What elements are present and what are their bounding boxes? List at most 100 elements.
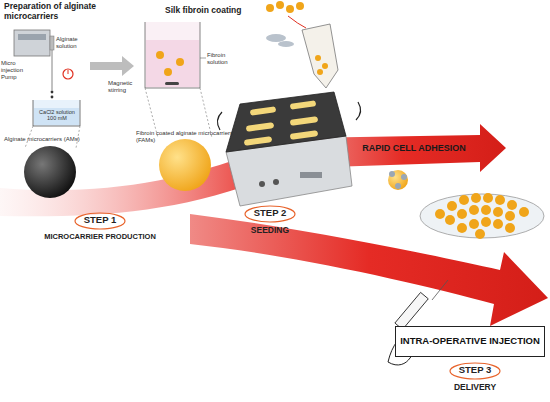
cell-coated-bead-part xyxy=(401,174,407,180)
petri-dish-part xyxy=(495,195,505,205)
rocking-shaker-part xyxy=(300,172,322,178)
petri-dish xyxy=(420,193,544,239)
fibroin-beaker-part xyxy=(146,40,199,87)
seeding-tube-part xyxy=(286,5,294,13)
fibroin-beaker-part xyxy=(156,51,164,59)
fibroin-beaker xyxy=(145,22,206,88)
seeding-tube-part xyxy=(288,16,306,28)
petri-dish-part xyxy=(459,195,469,205)
equipment-label: Micro injection Pump xyxy=(1,60,35,81)
petri-dish-part xyxy=(469,219,479,229)
step-number: STEP 2 xyxy=(245,208,295,219)
rocking-shaker-part xyxy=(226,92,346,152)
petri-dish-part xyxy=(481,205,491,215)
petri-dish-part xyxy=(420,194,544,238)
step-title: MICROCARRIER PRODUCTION xyxy=(40,233,160,242)
cell-coated-bead-part xyxy=(389,171,395,177)
syringe-pump-part xyxy=(18,34,46,40)
petri-dish-part xyxy=(475,229,485,239)
step-number: STEP 1 xyxy=(75,215,125,226)
syringe-pump-part xyxy=(14,30,50,56)
rocking-shaker-part xyxy=(259,181,265,187)
alginate-sphere xyxy=(24,146,76,198)
petri-dish-part xyxy=(435,209,445,219)
petri-dish-part xyxy=(447,201,457,211)
petri-dish-part xyxy=(457,209,467,219)
petri-dish-part xyxy=(493,219,503,229)
cacl2-beaker xyxy=(33,100,80,126)
product-label: Alginate microcarriers (AMs) xyxy=(4,136,104,143)
rocking-shaker-part xyxy=(246,122,275,132)
fibroin-beaker-part xyxy=(165,82,179,85)
material-label: Fibroin solution xyxy=(207,52,247,66)
petri-dish-part xyxy=(471,193,481,203)
fibroin-sphere xyxy=(159,139,211,191)
fibroin-beaker-part xyxy=(145,22,200,88)
rocking-shaker-part xyxy=(250,106,277,116)
step-title: SEEDING xyxy=(235,226,305,236)
process-arrow xyxy=(90,56,134,76)
syringe-pump-part xyxy=(51,96,54,99)
seeding-tube-part xyxy=(302,24,338,88)
seeding-tube-part xyxy=(266,34,286,42)
rocking-shaker-part xyxy=(290,130,319,140)
syringe-pump-part xyxy=(51,91,54,94)
section-heading: Preparation of alginate microcarriers xyxy=(4,2,112,22)
step-ring-part xyxy=(450,363,500,379)
process-arrow-part xyxy=(90,56,134,76)
rocking-shaker-part xyxy=(290,100,317,110)
cell-coated-bead-part xyxy=(388,170,408,190)
equipment-label: Magnetic stirring xyxy=(108,80,144,94)
step-ring-part xyxy=(75,213,125,229)
material-label: Alginate solution xyxy=(56,36,96,50)
cell-coated-bead xyxy=(388,170,408,190)
fibroin-beaker-part xyxy=(164,68,172,76)
petri-dish-part xyxy=(483,193,493,203)
fibroin-beaker-part xyxy=(176,58,184,66)
cell-coated-bead-part xyxy=(395,183,401,189)
section-heading: Silk fibroin coating xyxy=(165,6,265,16)
cacl2-beaker-part xyxy=(34,108,79,125)
seeding-tube-part xyxy=(296,2,304,10)
seeding-tube-part xyxy=(322,63,328,69)
petri-dish-part xyxy=(469,205,479,215)
rocking-shaker-part xyxy=(217,112,222,130)
petri-dish-part xyxy=(505,223,515,233)
cacl2-beaker-part xyxy=(33,100,80,126)
syringe-pump-part xyxy=(52,50,53,90)
fibroin-beaker-part xyxy=(200,58,206,59)
petri-dish-part xyxy=(505,211,515,221)
hand-syringe-part xyxy=(395,292,428,329)
rocking-shaker-part xyxy=(290,116,319,126)
syringe-pump-part xyxy=(68,70,69,74)
rocking-shaker-part xyxy=(244,136,273,146)
step-title: DELIVERY xyxy=(440,383,510,393)
box-content: INTRA-OPERATIVE INJECTION xyxy=(400,336,540,347)
rocking-shaker xyxy=(217,92,360,206)
rocking-shaker-part xyxy=(273,179,279,185)
seeding-tube-part xyxy=(278,41,294,47)
seeding-tube-part xyxy=(315,55,321,61)
seeding-tube xyxy=(266,1,338,88)
seeding-tube-part xyxy=(317,69,323,75)
hand-syringe-part xyxy=(432,280,448,300)
seeding-tube-part xyxy=(276,1,284,9)
material-label: CaCl2 solution 100 mM xyxy=(34,109,80,122)
step-number: STEP 3 xyxy=(450,365,500,376)
petri-dish-part xyxy=(493,207,503,217)
syringe-pump-part xyxy=(50,36,54,50)
box-label: INTRA-OPERATIVE INJECTION xyxy=(400,336,540,347)
process-box: INTRA-OPERATIVE INJECTION xyxy=(395,326,545,357)
step-ring-part xyxy=(245,206,295,222)
petri-dish-part xyxy=(481,217,491,227)
syringe-pump-part xyxy=(63,69,73,79)
seeding-tube-part xyxy=(266,4,274,12)
alginate-sphere-part xyxy=(24,146,76,198)
petri-dish-part xyxy=(445,215,455,225)
product-label: Fibroin coated alginate microcarriers (F… xyxy=(136,130,246,144)
rocking-shaker-part xyxy=(356,102,361,120)
petri-dish-part xyxy=(519,207,529,217)
fibroin-sphere-part xyxy=(159,139,211,191)
petri-dish-part xyxy=(507,200,517,210)
